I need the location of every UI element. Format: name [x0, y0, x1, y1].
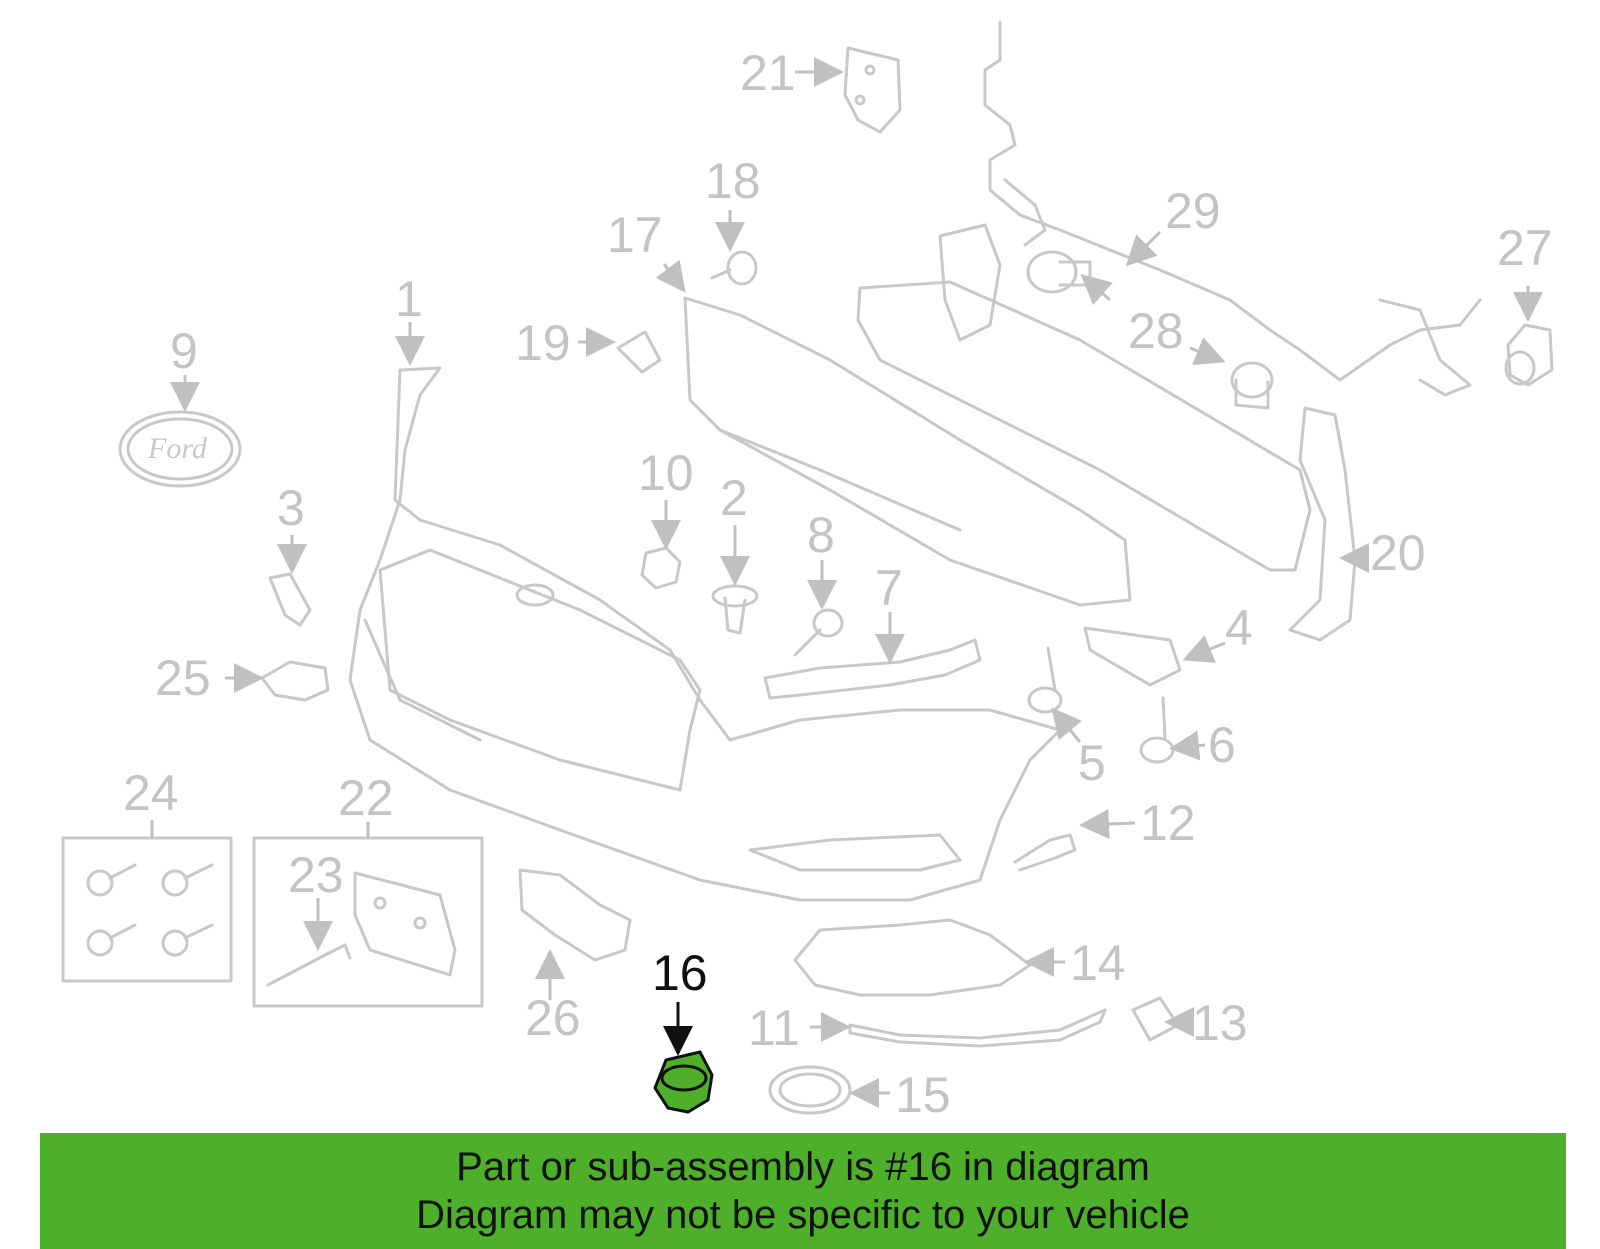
part-2-retainer [711, 584, 759, 635]
info-banner: Part or sub-assembly is #16 in diagram D… [40, 1133, 1566, 1249]
part-10-nut [640, 546, 682, 590]
callout-15: 15 [895, 1067, 951, 1123]
callout-20: 20 [1370, 525, 1426, 581]
part-15-fog-lamp-ring [768, 1065, 852, 1115]
part-17-energy-absorber [683, 296, 1132, 607]
callout-arrows [150, 57, 1543, 1108]
part-6-bolt [1139, 696, 1175, 764]
callout-10: 10 [638, 445, 694, 501]
part-24-fastener-kit [61, 836, 233, 983]
part-16-highlighted[interactable] [653, 1050, 714, 1114]
callout-19: 19 [515, 315, 571, 371]
part-29-wiring-harness [983, 20, 1482, 397]
part-1-bumper-cover [348, 366, 1062, 902]
part-18-push-pin [710, 250, 758, 286]
callout-21: 21 [740, 45, 796, 101]
callout-29: 29 [1165, 183, 1221, 239]
callout-17: 17 [607, 207, 663, 263]
callout-labels: 21 18 17 19 29 28 27 1 9 3 10 2 8 7 4 5 … [123, 45, 1553, 1123]
diagram-canvas: Ford [61, 20, 1554, 1123]
part-3-bracket [268, 572, 312, 627]
part-9-emblem: Ford [118, 410, 242, 488]
callout-5: 5 [1078, 735, 1106, 791]
part-21-bracket [843, 46, 902, 134]
part-20-reinforcement-beam [856, 223, 1357, 642]
callout-16-highlighted: 16 [652, 945, 708, 1001]
part-11-molding [848, 1008, 1107, 1048]
part-28-parking-sensor [1026, 250, 1274, 410]
callout-13: 13 [1192, 995, 1248, 1051]
callout-25: 25 [155, 650, 211, 706]
part-27-sensor [1504, 323, 1554, 387]
callout-18: 18 [705, 153, 761, 209]
callout-22: 22 [338, 770, 394, 826]
emblem-logo-text: Ford [147, 432, 208, 465]
callout-1: 1 [395, 271, 423, 327]
callout-6: 6 [1208, 717, 1236, 773]
callout-24: 24 [123, 765, 179, 821]
callout-2: 2 [720, 470, 748, 526]
callout-28: 28 [1128, 303, 1184, 359]
part-12-rivet [1013, 833, 1077, 872]
banner-line-1: Part or sub-assembly is #16 in diagram [456, 1145, 1150, 1189]
part-13-cover [1131, 996, 1180, 1042]
part-8-screw [793, 608, 844, 657]
part-25-connector [260, 660, 330, 702]
callout-7: 7 [875, 560, 903, 616]
callout-12: 12 [1140, 795, 1196, 851]
callout-4: 4 [1225, 600, 1253, 656]
callout-11: 11 [748, 1000, 800, 1056]
part-4-bracket [1083, 626, 1182, 687]
part-5-bolt [1027, 646, 1063, 714]
callout-9: 9 [170, 323, 198, 379]
part-26-bracket [518, 868, 632, 962]
callout-27: 27 [1497, 220, 1553, 276]
callout-23: 23 [288, 847, 344, 903]
banner-line-2: Diagram may not be specific to your vehi… [416, 1193, 1190, 1237]
callout-8: 8 [807, 507, 835, 563]
part-19-clip [616, 330, 662, 374]
part-7-grille-trim [763, 638, 982, 700]
callout-14: 14 [1070, 935, 1126, 991]
callout-26: 26 [525, 990, 581, 1046]
callout-3: 3 [277, 480, 305, 536]
part-14-fog-lamp-bezel [793, 918, 1032, 997]
